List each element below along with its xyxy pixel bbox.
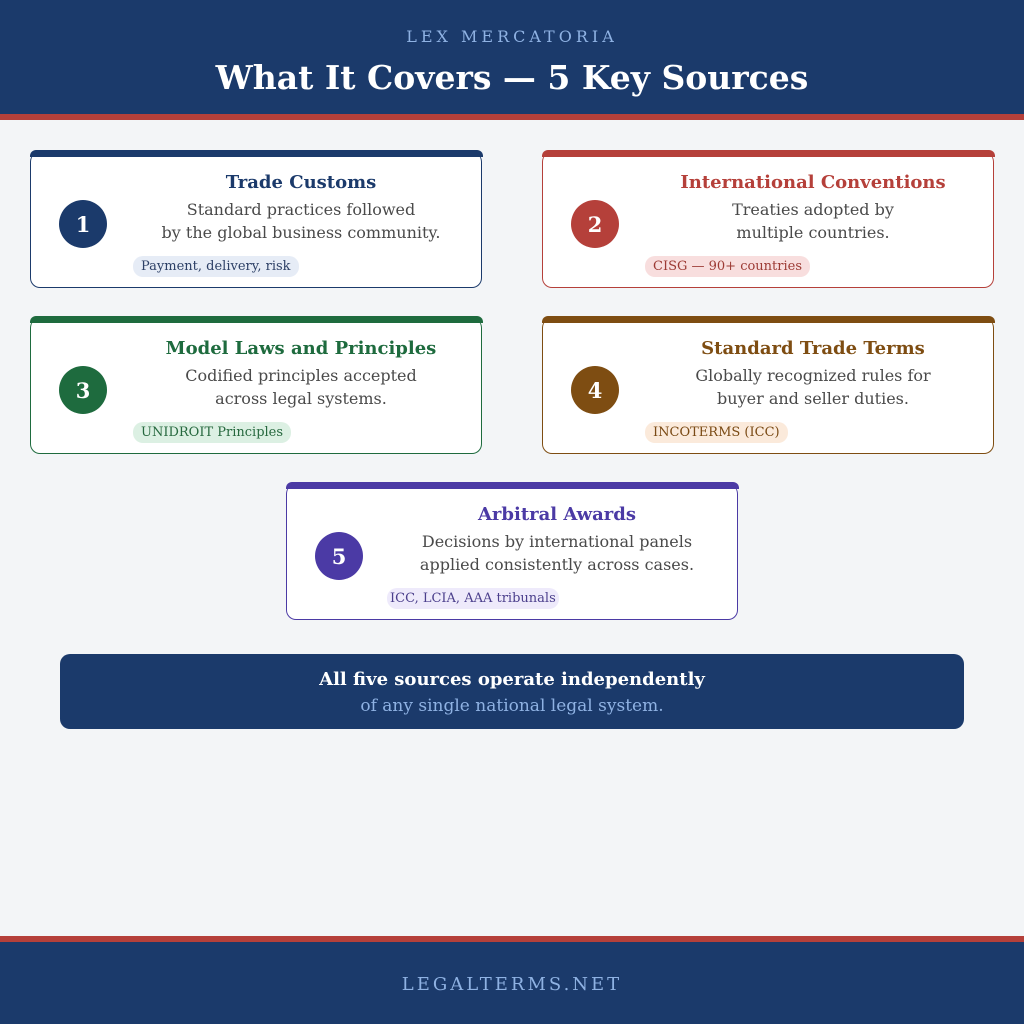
card-title: International Conventions [680,172,946,193]
source-card-model-laws: 3 Model Laws and Principles Codified pri… [29,316,483,454]
card-title: Trade Customs [225,172,377,193]
card-top-bar [29,150,483,157]
card-top-bar [541,150,995,157]
summary-headline: All five sources operate independently [319,669,705,690]
card-tag: Payment, delivery, risk [133,256,299,277]
card-description-line: applied consistently across cases. [419,555,695,574]
footer-accent-stripe [0,936,1024,942]
number-badge: 3 [59,366,107,414]
card-tag: ICC, LCIA, AAA tribunals [387,588,559,609]
card-tag: CISG — 90+ countries [645,256,811,277]
card-description-line: across legal systems. [215,389,387,408]
card-description: Standard practices followed by the globa… [121,198,481,244]
card-description-line: multiple countries. [736,223,890,242]
summary-subline: of any single national legal system. [360,696,664,716]
card-description-line: Codified principles accepted [185,366,417,385]
card-title: Arbitral Awards [477,504,637,525]
source-card-trade-customs: 1 Trade Customs Standard practices follo… [29,150,483,288]
card-description: Codified principles accepted across lega… [121,364,481,410]
card-top-bar [29,316,483,323]
card-description: Decisions by international panels applie… [377,530,737,576]
footer-site-name: LEGALTERMS.NET [401,974,623,995]
summary-banner: All five sources operate independently o… [60,654,964,729]
source-card-standard-trade-terms: 4 Standard Trade Terms Globally recogniz… [541,316,995,454]
card-description-line: Treaties adopted by [732,200,894,219]
header-banner: LEX MERCATORIA What It Covers — 5 Key So… [0,0,1024,114]
number-badge: 1 [59,200,107,248]
page-title: What It Covers — 5 Key Sources [215,58,809,97]
source-card-international-conventions: 2 International Conventions Treaties ado… [541,150,995,288]
card-description: Treaties adopted by multiple countries. [633,198,993,244]
card-description: Globally recognized rules for buyer and … [633,364,993,410]
number-badge: 2 [571,200,619,248]
card-description-line: Decisions by international panels [421,532,693,551]
source-card-arbitral-awards: 5 Arbitral Awards Decisions by internati… [285,482,739,620]
card-tag: INCOTERMS (ICC) [645,422,788,443]
card-top-bar [285,482,739,489]
card-top-bar [541,316,995,323]
card-description-line: by the global business community. [161,223,441,242]
number-badge: 4 [571,366,619,414]
card-title: Model Laws and Principles [165,338,437,359]
footer-banner: LEGALTERMS.NET [0,942,1024,1024]
header-accent-stripe [0,114,1024,120]
number-badge: 5 [315,532,363,580]
card-title: Standard Trade Terms [701,338,925,359]
eyebrow-label: LEX MERCATORIA [406,27,618,46]
card-description-line: Standard practices followed [186,200,416,219]
card-description-line: buyer and seller duties. [717,389,909,408]
card-tag: UNIDROIT Principles [133,422,292,443]
card-description-line: Globally recognized rules for [695,366,931,385]
